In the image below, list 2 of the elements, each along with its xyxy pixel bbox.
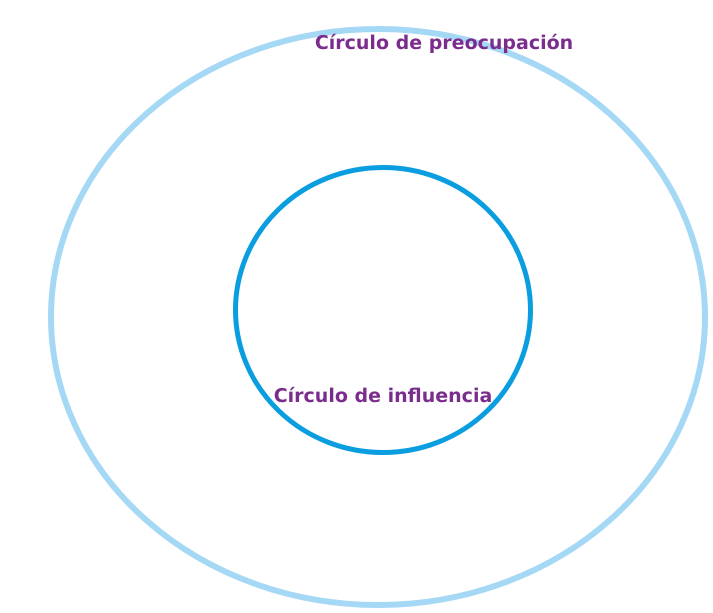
circle-label: Círculo de preocupación [314, 32, 574, 54]
circle-label: Círculo de influencia [274, 385, 492, 408]
